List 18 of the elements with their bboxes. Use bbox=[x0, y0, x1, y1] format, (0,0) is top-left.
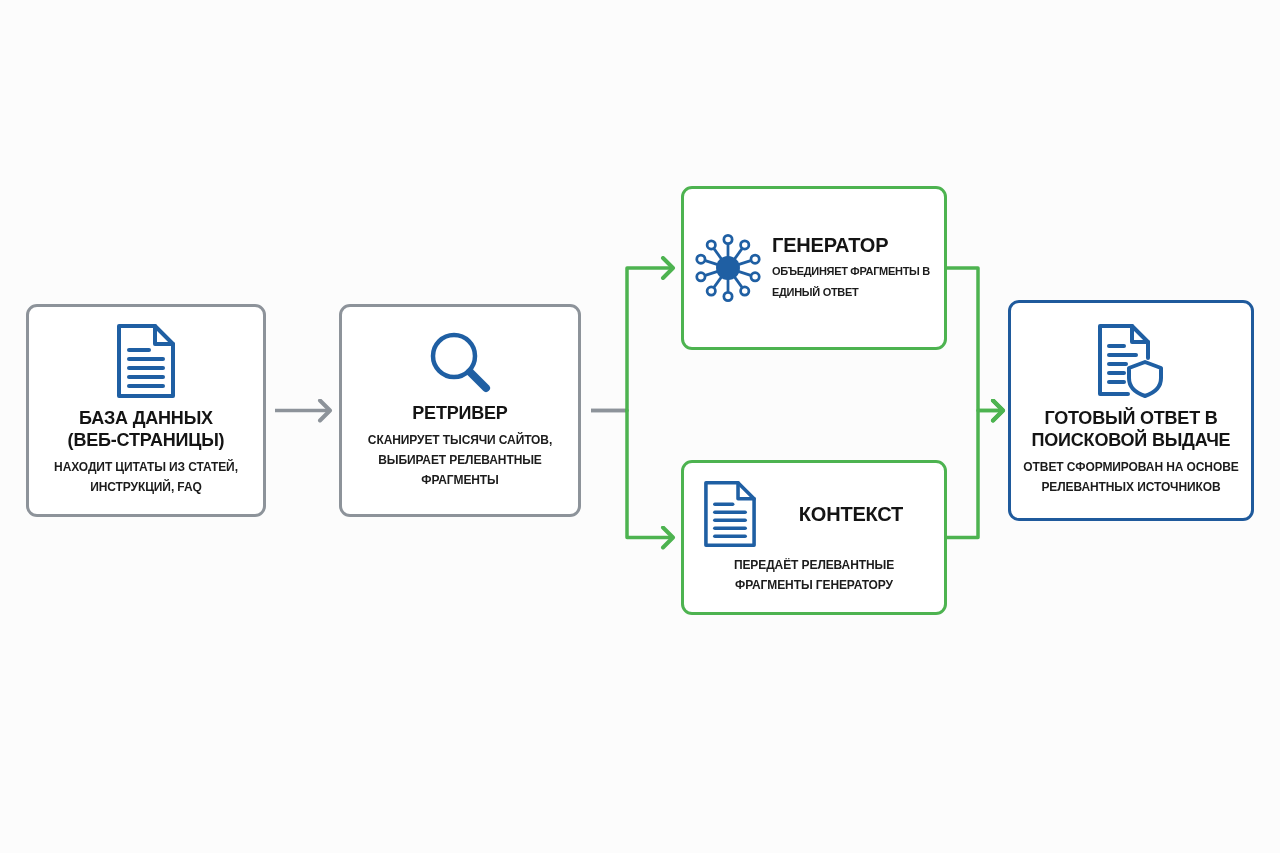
box-title: ГЕНЕРАТОР bbox=[772, 233, 889, 257]
box-description: ОТВЕТ СФОРМИРОВАН НА ОСНОВЕ РЕЛЕВАНТНЫХ ИСТОЧНИКОВ bbox=[1022, 459, 1240, 497]
box-title: РЕТРИВЕР bbox=[412, 402, 508, 425]
connector-arrow bbox=[947, 398, 1005, 540]
box-description: ПЕРЕДАЁТ РЕЛЕВАНТНЫЕ ФРАГМЕНТЫ ГЕНЕРАТОРУ bbox=[732, 556, 896, 594]
process-box bbox=[339, 304, 581, 517]
connector-arrow bbox=[275, 398, 332, 423]
connector-arrow bbox=[591, 408, 675, 550]
box-title: КОНТЕКСТ bbox=[797, 501, 905, 526]
process-box bbox=[26, 304, 266, 517]
box-description: НАХОДИТ ЦИТАТЫ ИЗ СТАТЕЙ, ИНСТРУКЦИЙ, FAQ bbox=[53, 458, 239, 497]
box-title: ГОТОВЫЙ ОТВЕТ В ПОИСКОВОЙ ВЫДАЧЕ bbox=[1030, 407, 1232, 452]
box-title: БАЗА ДАННЫХ (ВЕБ-СТРАНИЦЫ) bbox=[66, 407, 226, 452]
box-description: СКАНИРУЕТ ТЫСЯЧИ САЙТОВ, ВЫБИРАЕТ РЕЛЕВАНТНЫЕ ФРАГМЕНТЫ bbox=[366, 431, 554, 490]
process-box bbox=[681, 460, 947, 615]
box-description: ОБЪЕДИНЯЕТ ФРАГМЕНТЫ В ЕДИНЫЙ ОТВЕТ bbox=[772, 264, 931, 300]
process-box bbox=[681, 186, 947, 350]
process-box bbox=[1008, 300, 1254, 521]
